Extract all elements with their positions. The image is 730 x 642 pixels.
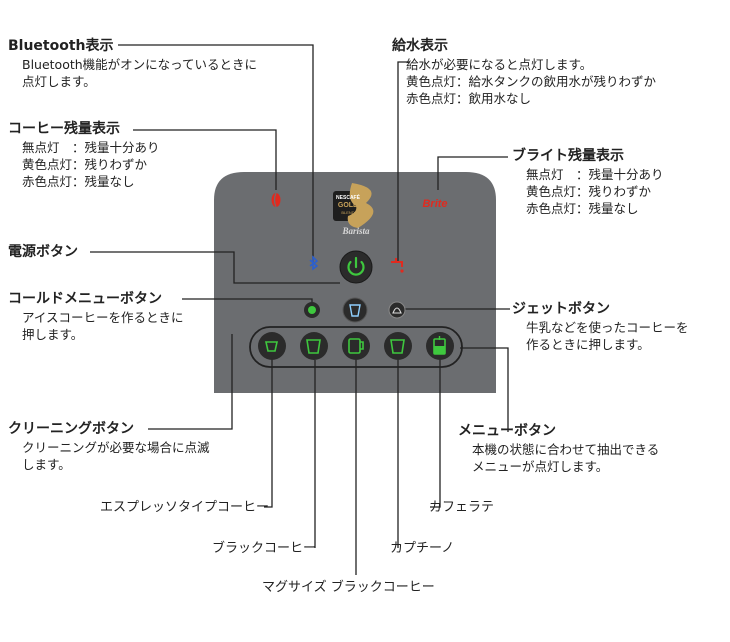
mug-coffee-button[interactable] bbox=[342, 332, 370, 360]
water-label: 給水表示 給水が必要になると点灯します。 黄色点灯：給水タンクの飲用水が残りわず… bbox=[392, 37, 656, 107]
jet-label: ジェットボタン 牛乳などを使ったコーヒーを 作るときに押します。 bbox=[512, 300, 689, 353]
cold-menu-label: コールドメニューボタン アイスコーヒーを作るときに 押します。 bbox=[8, 290, 184, 343]
water-desc-1: 給水が必要になると点灯します。 bbox=[406, 57, 593, 72]
brite-level-desc-3: 赤色点灯：残量なし bbox=[526, 201, 639, 216]
mug-icon bbox=[348, 338, 364, 354]
menu-label: メニューボタン 本機の状態に合わせて抽出できる メニューが点灯します。 bbox=[458, 422, 659, 475]
cappuccino-button[interactable] bbox=[384, 332, 412, 360]
leader-lines bbox=[90, 44, 510, 575]
cleaning-button[interactable] bbox=[304, 302, 320, 318]
espresso-caption: エスプレッソタイプコーヒー bbox=[100, 500, 270, 515]
bluetooth-desc-2: 点灯します。 bbox=[22, 74, 96, 89]
bluetooth-label: Bluetooth表示 Bluetooth機能がオンになっているときに 点灯しま… bbox=[8, 37, 257, 90]
cleaning-title: クリーニングボタン bbox=[8, 421, 134, 437]
cappuccino-caption: カプチーノ bbox=[390, 541, 455, 556]
power-title: 電源ボタン bbox=[8, 244, 78, 260]
cold-menu-desc-2: 押します。 bbox=[22, 327, 84, 342]
power-button[interactable] bbox=[339, 250, 373, 284]
cleaning-label: クリーニングボタン クリーニングが必要な場合に点滅 します。 bbox=[8, 420, 210, 473]
coffee-level-desc-3: 赤色点灯：残量なし bbox=[22, 174, 135, 189]
brite-level-label: ブライト残量表示 無点灯 ：残量十分あり 黄色点灯：残りわずか 赤色点灯：残量な… bbox=[512, 147, 664, 217]
water-desc-3: 赤色点灯：飲用水なし bbox=[406, 91, 532, 106]
power-label: 電源ボタン bbox=[8, 243, 78, 262]
menu-button-frame bbox=[249, 326, 463, 368]
logo-blend-text: BLEND bbox=[341, 210, 354, 215]
cold-menu-desc-1: アイスコーヒーを作るときに bbox=[22, 310, 184, 325]
cleaning-desc-2: します。 bbox=[22, 457, 71, 472]
latte-caption: カフェラテ bbox=[429, 500, 495, 515]
brite-level-desc-2: 黄色点灯：残りわずか bbox=[526, 184, 652, 199]
menu-desc-1: 本機の状態に合わせて抽出できる bbox=[472, 442, 660, 457]
water-desc-2: 黄色点灯：給水タンクの飲用水が残りわずか bbox=[406, 74, 657, 89]
black-coffee-button[interactable] bbox=[300, 332, 328, 360]
black-coffee-caption: ブラックコーヒー bbox=[212, 541, 317, 556]
latte-button[interactable] bbox=[426, 332, 454, 360]
logo-name-text: Barista bbox=[341, 226, 370, 236]
logo-gold-text: GOLD bbox=[338, 202, 358, 209]
cleaning-icon bbox=[308, 306, 316, 314]
coffee-level-title: コーヒー残量表示 bbox=[8, 121, 120, 137]
jet-button[interactable] bbox=[388, 301, 406, 319]
espresso-button[interactable] bbox=[258, 332, 286, 360]
cup-icon bbox=[306, 339, 321, 354]
coffee-bean-icon bbox=[271, 192, 281, 208]
menu-title: メニューボタン bbox=[458, 423, 556, 439]
nescafe-barista-logo: NESCAFÉ GOLD BLEND Barista bbox=[333, 183, 374, 236]
bluetooth-title: Bluetooth表示 bbox=[8, 38, 114, 54]
bluetooth-desc-1: Bluetooth機能がオンになっているときに bbox=[22, 57, 258, 72]
jet-title: ジェットボタン bbox=[512, 301, 610, 317]
latte-glass-icon bbox=[433, 336, 446, 355]
mug-coffee-caption: マグサイズ ブラックコーヒー bbox=[262, 580, 435, 595]
menu-desc-2: メニューが点灯します。 bbox=[472, 459, 609, 474]
logo-top-text: NESCAFÉ bbox=[336, 193, 361, 201]
power-icon bbox=[347, 256, 365, 276]
cappuccino-cup-icon bbox=[390, 339, 405, 354]
water-tap-icon bbox=[391, 258, 403, 267]
bluetooth-icon bbox=[309, 255, 319, 271]
cold-cup-icon bbox=[349, 304, 361, 317]
brite-level-title: ブライト残量表示 bbox=[512, 148, 624, 164]
coffee-level-desc-1: 無点灯 ：残量十分あり bbox=[22, 140, 160, 155]
coffee-level-desc-2: 黄色点灯：残りわずか bbox=[22, 157, 148, 172]
cleaning-desc-1: クリーニングが必要な場合に点滅 bbox=[22, 440, 210, 455]
cold-menu-button[interactable] bbox=[342, 297, 368, 323]
water-drop-icon bbox=[400, 269, 404, 273]
brite-indicator: Brite bbox=[422, 198, 447, 210]
water-title: 給水表示 bbox=[392, 38, 448, 54]
jet-icon bbox=[392, 307, 402, 314]
cold-menu-title: コールドメニューボタン bbox=[8, 291, 162, 307]
brite-level-desc-1: 無点灯 ：残量十分あり bbox=[526, 167, 664, 182]
espresso-cup-icon bbox=[265, 341, 278, 352]
coffee-level-label: コーヒー残量表示 無点灯 ：残量十分あり 黄色点灯：残りわずか 赤色点灯：残量な… bbox=[8, 120, 160, 190]
jet-desc-2: 作るときに押します。 bbox=[526, 337, 650, 352]
jet-desc-1: 牛乳などを使ったコーヒーを bbox=[526, 320, 689, 335]
